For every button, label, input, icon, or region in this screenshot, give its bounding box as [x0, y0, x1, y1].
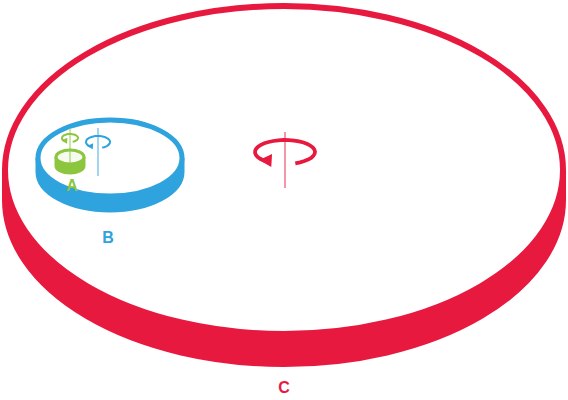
- disc-label: B: [102, 229, 114, 247]
- disc-label: A: [66, 177, 78, 195]
- arrow-head: [61, 138, 67, 144]
- disc-b: BA: [34, 112, 188, 252]
- disc-label: C: [278, 379, 290, 397]
- arrow-head: [259, 154, 272, 167]
- disc-top: [38, 120, 182, 196]
- arrow-head: [87, 143, 93, 149]
- disc-top: [5, 6, 563, 334]
- disc-a: A: [52, 130, 92, 196]
